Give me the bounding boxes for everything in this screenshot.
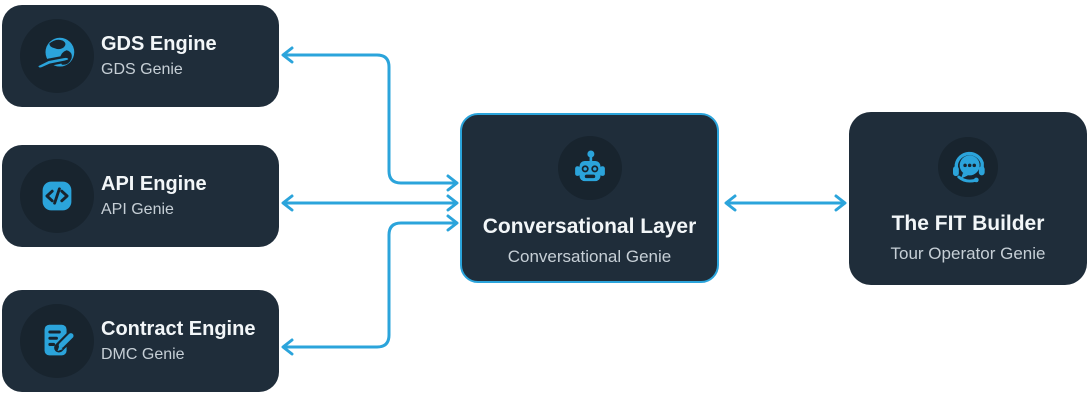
node-title: The FIT Builder [891, 212, 1045, 235]
headset-chat-icon [938, 137, 998, 197]
robot-icon [557, 136, 622, 200]
node-fit-builder: The FIT Builder Tour Operator Genie [849, 112, 1087, 285]
node-subtitle: GDS Genie [101, 61, 183, 78]
globe-airplane-icon [20, 19, 94, 93]
code-icon [20, 159, 94, 233]
connector-conversational-contract [281, 214, 459, 356]
document-pen-icon [20, 304, 94, 378]
arrowhead-right-icon [446, 174, 459, 192]
arrowhead-left-icon [281, 338, 294, 356]
node-conversational-layer: Conversational Layer Conversational Geni… [460, 113, 719, 283]
arrowhead-right-icon [446, 214, 459, 232]
node-title: Contract Engine [101, 318, 256, 340]
connector-conversational-gds [281, 46, 459, 192]
arrowhead-left-icon [281, 194, 294, 212]
node-title: API Engine [101, 173, 207, 195]
connector-conversational-api [281, 194, 459, 212]
arrowhead-right-icon [834, 194, 847, 212]
arrowhead-right-icon [446, 194, 459, 212]
node-gds-engine: GDS Engine GDS Genie [2, 5, 279, 107]
arrowhead-left-icon [281, 46, 294, 64]
node-subtitle: DMC Genie [101, 346, 185, 363]
node-title: Conversational Layer [482, 215, 697, 238]
node-api-engine: API Engine API Genie [2, 145, 279, 247]
node-subtitle: Conversational Genie [507, 247, 672, 266]
node-subtitle: API Genie [101, 201, 174, 218]
node-subtitle: Tour Operator Genie [890, 244, 1046, 263]
arrowhead-left-icon [724, 194, 737, 212]
node-title: GDS Engine [101, 33, 217, 55]
node-contract-engine: Contract Engine DMC Genie [2, 290, 279, 392]
connector-conversational-fit [724, 194, 847, 212]
